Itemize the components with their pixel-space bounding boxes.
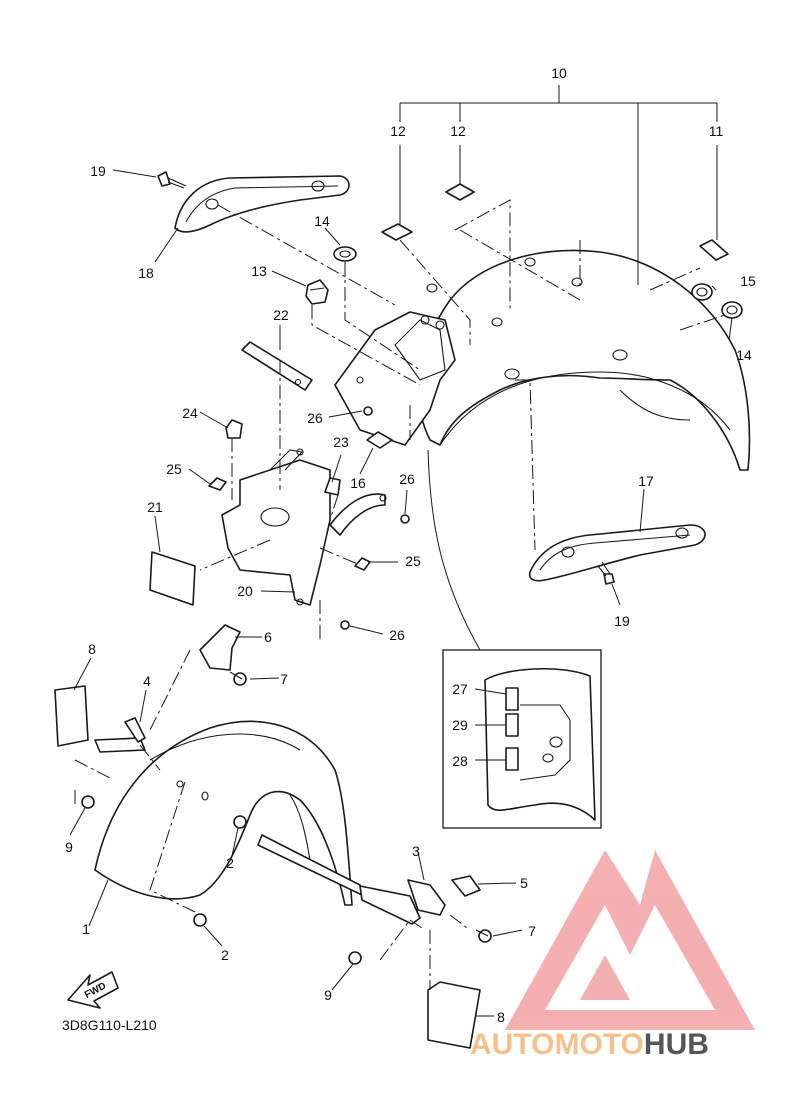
relay-13 xyxy=(305,279,329,305)
nut-9a xyxy=(81,795,95,809)
pad-24 xyxy=(225,419,243,439)
callout-c8b: 8 xyxy=(497,1009,505,1025)
pad-23 xyxy=(324,477,341,496)
callout-c2b: 2 xyxy=(221,947,229,963)
callout-c12a: 12 xyxy=(390,123,406,139)
watermark-part2: HUB xyxy=(644,1028,709,1061)
callout-c19a: 19 xyxy=(90,163,106,179)
tag-12a xyxy=(381,223,413,241)
bolt-7b xyxy=(475,929,492,943)
grommet-14b xyxy=(721,301,743,319)
callout-c27: 27 xyxy=(452,681,468,697)
callout-c20: 20 xyxy=(237,583,253,599)
callout-c10: 10 xyxy=(551,65,567,81)
grommet-15 xyxy=(691,283,713,301)
bolt-19b xyxy=(597,561,615,585)
callout-c2a: 2 xyxy=(226,855,234,871)
callout-c11: 11 xyxy=(709,123,724,139)
callout-c7b: 7 xyxy=(528,923,536,939)
callout-c26c: 26 xyxy=(389,627,405,643)
front-stays xyxy=(94,624,481,925)
detail-inset xyxy=(442,649,602,829)
side-rail-18 xyxy=(174,175,350,233)
callout-c16: 16 xyxy=(350,475,366,491)
callout-c7a: 7 xyxy=(280,671,288,687)
callout-c14b: 14 xyxy=(736,347,752,363)
assembly-lines xyxy=(74,199,726,990)
screw-26c xyxy=(340,620,350,630)
tag-12b xyxy=(445,183,475,201)
screw-26a xyxy=(363,406,373,416)
pad-25a xyxy=(208,477,227,491)
watermark-part1: AUTOMOTO xyxy=(470,1028,644,1061)
callout-c9b: 9 xyxy=(324,987,332,1003)
pad-16 xyxy=(366,431,393,449)
callout-c28: 28 xyxy=(452,753,468,769)
callout-c22: 22 xyxy=(273,307,289,323)
callout-c29: 29 xyxy=(452,717,468,733)
fwd-arrow-icon xyxy=(67,971,119,1009)
callout-c25b: 25 xyxy=(405,553,421,569)
callout-c12b: 12 xyxy=(450,123,466,139)
strip-22 xyxy=(241,341,313,391)
callout-c9a: 9 xyxy=(65,839,73,855)
callout-c18: 18 xyxy=(138,265,154,281)
license-bracket xyxy=(221,448,387,606)
bolt-2a xyxy=(233,815,247,829)
screw-26b xyxy=(400,514,410,524)
callout-c5: 5 xyxy=(520,875,528,891)
callout-c24: 24 xyxy=(182,405,198,421)
side-rail-17 xyxy=(528,524,706,582)
watermark-text: AUTOMOTOHUB xyxy=(470,1028,709,1061)
callout-c14a: 14 xyxy=(314,213,330,229)
callout-c4: 4 xyxy=(143,673,151,689)
callout-c8a: 8 xyxy=(88,641,96,657)
pad-25b xyxy=(354,557,371,571)
callout-c19b: 19 xyxy=(614,613,630,629)
leader-lines xyxy=(69,85,733,1017)
tag-11 xyxy=(699,239,729,261)
reflector-8a xyxy=(54,685,89,747)
grommet-14a xyxy=(333,246,357,262)
watermark-logo xyxy=(505,850,755,1030)
bolt-2b xyxy=(193,913,207,927)
callout-c21: 21 xyxy=(147,499,163,515)
front-fender xyxy=(94,720,353,906)
callout-c6: 6 xyxy=(264,629,272,645)
bolt-19a xyxy=(157,171,187,189)
diagram-code: 3D8G110-L210 xyxy=(62,1017,157,1033)
bolt-7a xyxy=(229,671,247,686)
callout-c3: 3 xyxy=(412,843,420,859)
callout-c1: 1 xyxy=(82,921,90,937)
rear-fender xyxy=(417,249,751,471)
reflector-8b xyxy=(427,981,481,1049)
callout-c26b: 26 xyxy=(399,471,415,487)
callout-c17: 17 xyxy=(638,473,654,489)
callout-c13: 13 xyxy=(251,263,267,279)
callout-c26a: 26 xyxy=(307,410,323,426)
callout-c23: 23 xyxy=(333,434,349,450)
plate-21 xyxy=(149,551,196,606)
callout-c15: 15 xyxy=(740,273,756,289)
nut-9b xyxy=(348,951,362,965)
callout-c25a: 25 xyxy=(166,461,182,477)
